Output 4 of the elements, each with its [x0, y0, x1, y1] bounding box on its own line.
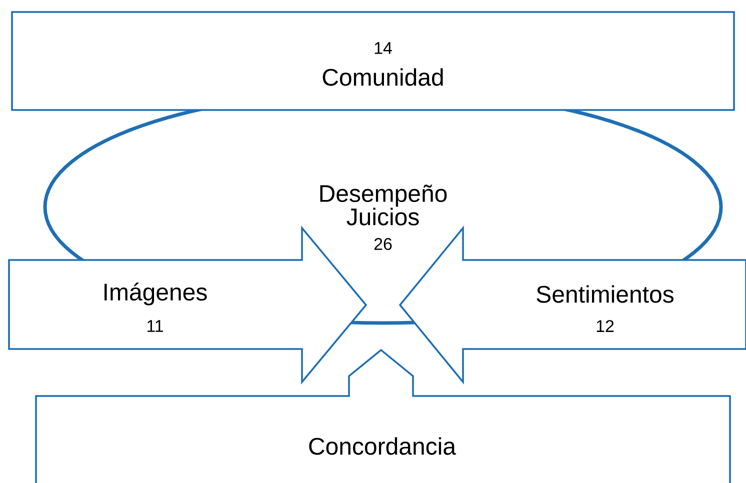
node-label: Sentimientos [536, 285, 674, 303]
house-box: Concordancia [35, 348, 731, 483]
node-label: 12 [596, 320, 614, 332]
heading-box: 14 Comunidad [11, 11, 735, 111]
